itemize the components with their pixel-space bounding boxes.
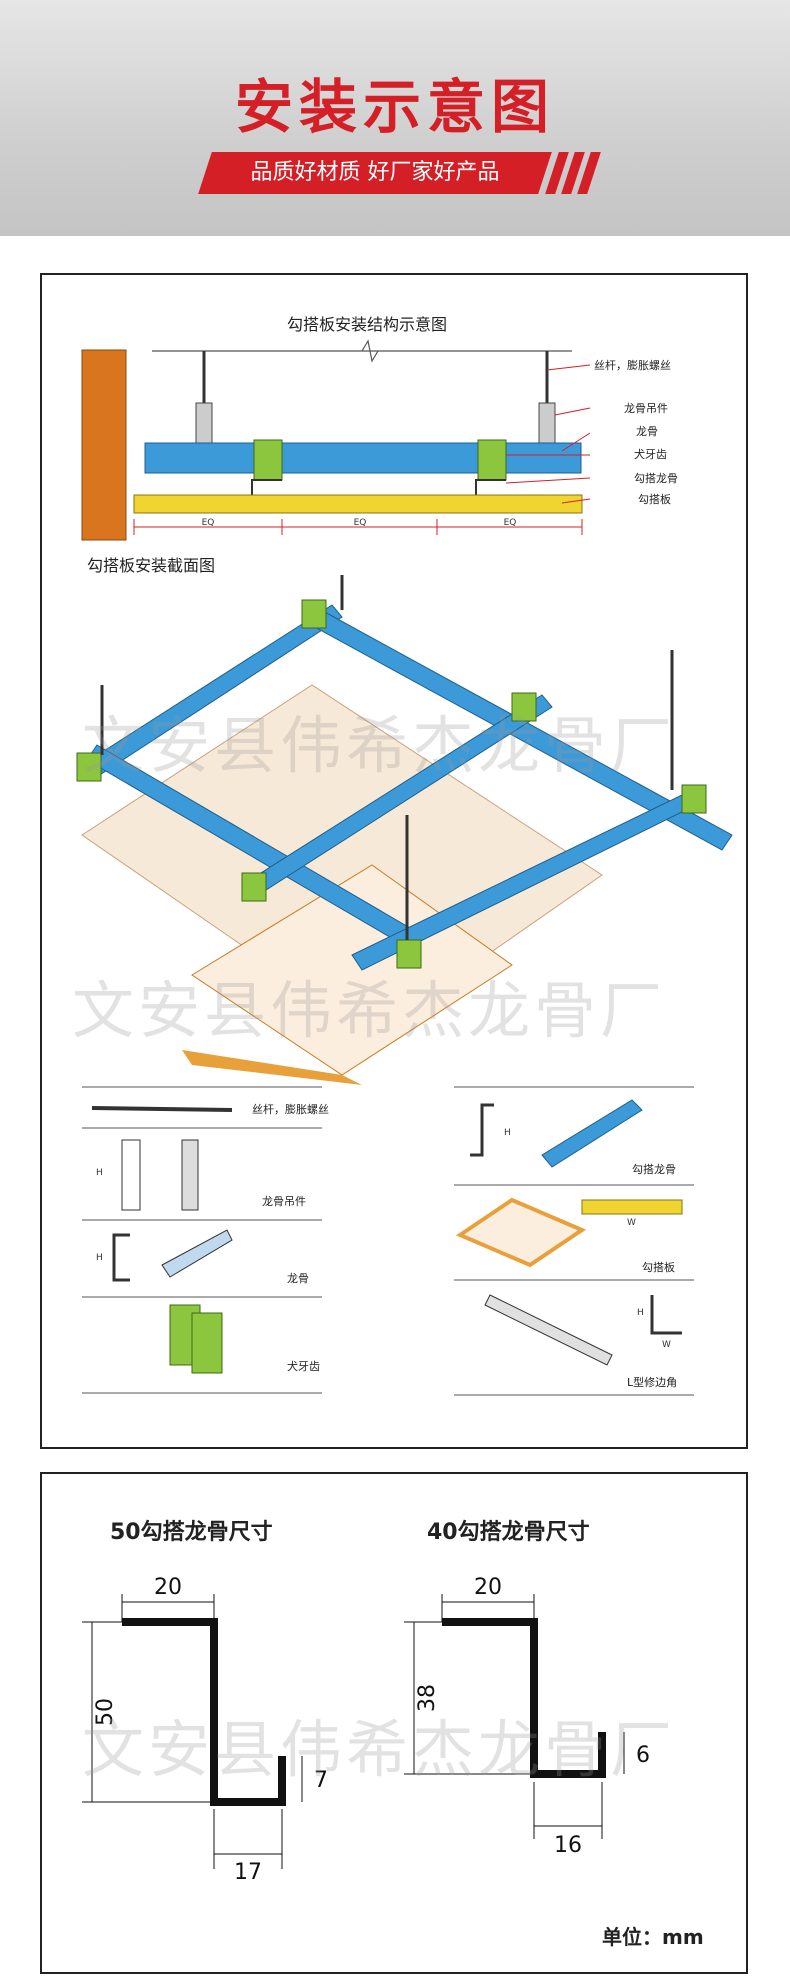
hanger-part: [181, 1139, 199, 1211]
hook-keel: [475, 479, 506, 495]
dim-letter-h: H: [637, 1308, 644, 1318]
installation-diagram: 勾搭板安装结构示意图 EQ EQ EQ: [76, 315, 733, 1396]
unit-label: 单位：mm: [602, 1925, 704, 1949]
part-label-rod: 丝杆，膨胀螺丝: [252, 1102, 329, 1116]
leader-line: [546, 364, 591, 371]
hook-board: [133, 494, 583, 514]
dim-letter-h: H: [96, 1253, 103, 1263]
leader-line: [554, 407, 591, 416]
keel-bar: [144, 442, 582, 474]
isometric-ceiling: [76, 575, 733, 1085]
keel-part: [161, 1229, 233, 1278]
page-title: 安装示意图: [234, 73, 555, 141]
break-mark: [361, 339, 379, 363]
l-edge-profile: [650, 1295, 682, 1335]
rod-part: [91, 1106, 233, 1112]
section-view-title: 勾搭板安装截面图: [87, 556, 215, 575]
hook-keel-profile: [470, 1103, 494, 1157]
part-label-tooth: 犬牙齿: [287, 1359, 320, 1373]
label-hook-keel: 勾搭龙骨: [634, 472, 678, 485]
eq-label: EQ: [354, 518, 367, 528]
part-label-hanger: 龙骨吊件: [262, 1195, 306, 1208]
left-dim-top: 20: [154, 1575, 182, 1600]
tooth-clip: [396, 939, 422, 969]
right-dim-height: 38: [415, 1684, 440, 1712]
wall: [81, 349, 127, 541]
installation-diagram-frame: 勾搭板安装结构示意图 EQ EQ EQ: [40, 273, 748, 1449]
dim-letter-w: W: [627, 1218, 636, 1228]
label-keel: 龙骨: [636, 425, 658, 438]
parts-list-right: H 勾搭龙骨 W 勾搭板 H W L型修边角: [454, 1086, 694, 1396]
parts-list-left: 丝杆，膨胀螺丝 H 龙骨吊件 H 龙骨 犬牙齿: [82, 1086, 329, 1394]
right-dim-top: 20: [474, 1575, 502, 1600]
dim-letter-h: H: [504, 1128, 511, 1138]
l-edge-part: [484, 1294, 613, 1366]
keel-profile: [112, 1233, 130, 1282]
watermark: 文安县伟希杰龙骨厂: [72, 974, 667, 1047]
eq-label: EQ: [504, 518, 517, 528]
tooth-clip: [301, 599, 327, 629]
tooth-clip: [477, 439, 507, 481]
tooth-part: [191, 1312, 223, 1374]
hook-board-profile: [581, 1199, 683, 1215]
tooth-clip: [511, 692, 537, 722]
hook-keel: [251, 479, 282, 495]
right-profile-title: 40勾搭龙骨尺寸: [427, 1519, 590, 1545]
label-hook-board: 勾搭板: [638, 492, 671, 506]
dim-letter-h: H: [96, 1168, 103, 1178]
hook-keel-part: [541, 1099, 643, 1168]
part-label-keel: 龙骨: [287, 1272, 309, 1285]
hook-board-part: [455, 1197, 587, 1268]
part-label-l-edge: L型修边角: [627, 1375, 677, 1389]
tooth-clip: [241, 872, 267, 902]
left-profile-title: 50勾搭龙骨尺寸: [110, 1519, 273, 1545]
left-dim-bottom: 17: [234, 1860, 262, 1885]
hanger-part: [121, 1139, 141, 1211]
dimension-diagram-frame: 50勾搭龙骨尺寸 40勾搭龙骨尺寸 20 50 7 17 20 38 6 16: [40, 1472, 748, 1974]
eq-label: EQ: [202, 518, 215, 528]
left-dim-step: 7: [314, 1768, 328, 1793]
label-hanger: 龙骨吊件: [624, 402, 668, 415]
leader-line: [505, 477, 591, 484]
left-dim-height: 50: [93, 1698, 118, 1726]
tooth-clip: [681, 784, 707, 814]
right-dim-bottom: 16: [554, 1833, 582, 1858]
dimension-diagram: 50勾搭龙骨尺寸 40勾搭龙骨尺寸 20 50 7 17 20 38 6 16: [82, 1519, 704, 1949]
dim-letter-w: W: [662, 1340, 671, 1350]
watermark: 文安县伟希杰龙骨厂: [82, 709, 677, 782]
leader-line: [561, 432, 591, 452]
structure-title: 勾搭板安装结构示意图: [287, 315, 447, 334]
header-band: 安装示意图 品质好材质 好厂家好产品: [0, 0, 790, 236]
board-edge: [182, 1050, 362, 1085]
right-dim-step: 6: [636, 1743, 650, 1768]
tooth-clip: [76, 752, 102, 782]
label-rod: 丝杆，膨胀螺丝: [594, 358, 671, 372]
subtitle-text: 品质好材质 好厂家好产品: [250, 160, 500, 185]
label-tooth: 犬牙齿: [634, 447, 667, 461]
leader-line: [561, 498, 591, 504]
watermark: 文安县伟希杰龙骨厂: [82, 1713, 677, 1786]
part-label-hook-board: 勾搭板: [642, 1260, 675, 1274]
part-label-hook-keel: 勾搭龙骨: [632, 1163, 676, 1176]
tooth-clip: [253, 439, 283, 481]
